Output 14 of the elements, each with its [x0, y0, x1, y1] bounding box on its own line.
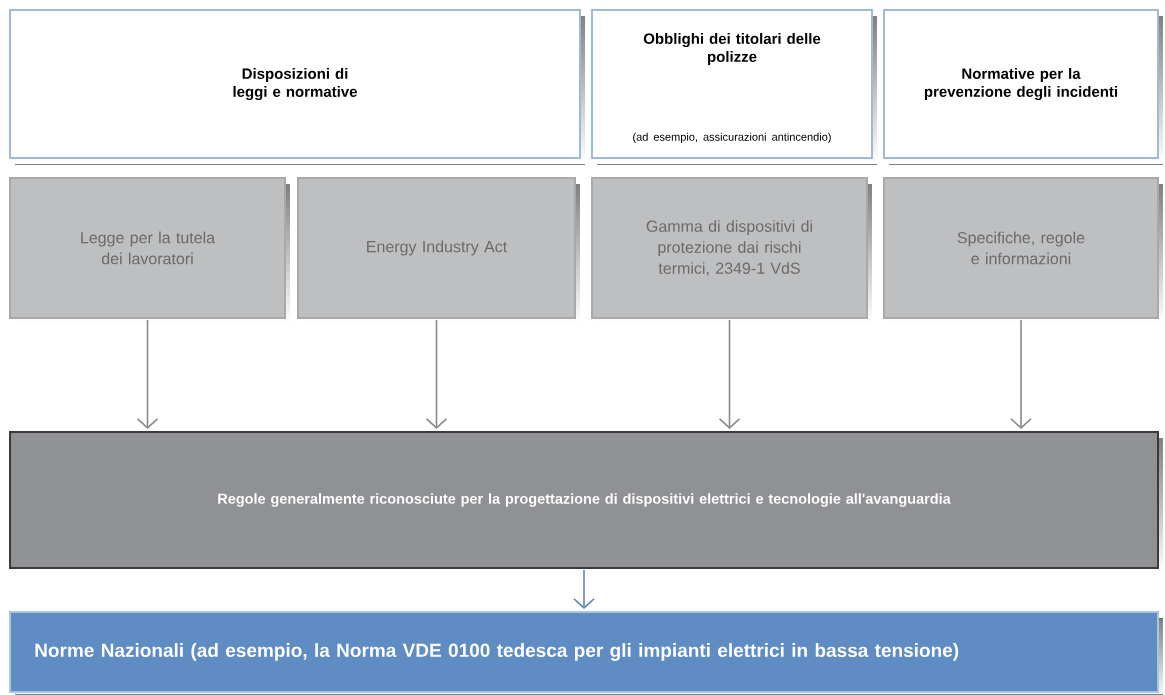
arrow: [136, 319, 159, 429]
arrow: [718, 319, 741, 429]
arrow: [1010, 319, 1032, 429]
arrow: [573, 569, 595, 609]
category-box: Legge per la tutela dei lavoratori: [9, 177, 290, 325]
category-box: Energy Industry Act: [297, 177, 580, 325]
summary-band: Regole generalmente riconosciute per la progettazione di dispositivi elettrici e tecnologie all'avanguardia: [9, 431, 1163, 575]
category-box: Specifiche, regole e informazioni: [883, 177, 1163, 325]
result-band: Norme Nazionali (ad esempio, la Norma VDE 0100 tedesca per gli impianti elettrici in bassa tensione): [9, 611, 1163, 695]
header-box: Normative per la prevenzione degli incidenti: [883, 9, 1163, 165]
arrow: [425, 319, 448, 429]
header-box: Disposizioni di leggi e normative: [9, 9, 585, 165]
category-box: Gamma di dispositivi di protezione dai rischi termici, 2349-1 VdS: [591, 177, 872, 325]
header-box: Obblighi dei titolari delle polizze (ad esempio, assicurazioni antincendio): [591, 9, 877, 165]
